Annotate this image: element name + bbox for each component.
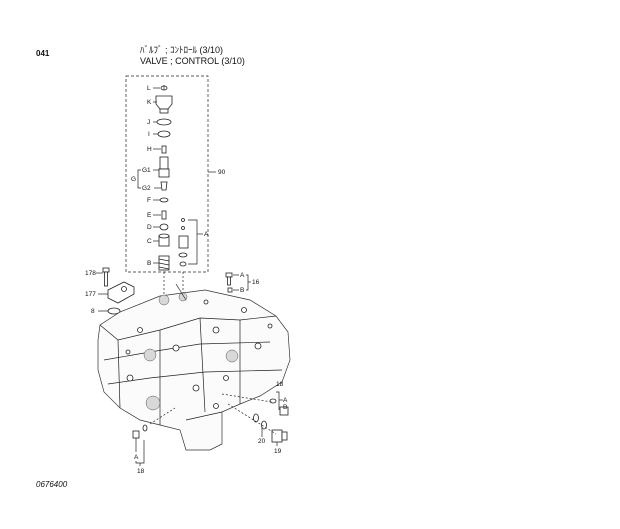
callout-I: I [148,131,150,138]
callout-19: 19 [274,448,282,455]
callout-177: 177 [85,291,96,298]
part-20-oring [253,413,259,423]
part-F-ring [159,197,169,203]
part-A-fitting-upper [225,272,233,293]
part-178-bolt [102,267,110,287]
part-C-retainer [158,233,170,247]
callout-18-right: 18 [276,381,284,388]
part-L-cap [160,85,168,91]
callout-A-kit: A [204,231,209,238]
part-G2-spool-end [160,181,168,191]
title-japanese: ﾊﾞﾙﾌﾞ ; ｺﾝﾄﾛｰﾙ (3/10) [140,45,224,55]
part-I-ring [157,130,171,138]
callout-20: 20 [258,438,266,445]
callout-A-upper: A [240,272,245,279]
callout-A-right: A [283,397,288,404]
callout-L: L [147,85,151,92]
callout-G: G [131,176,136,183]
callout-H: H [147,146,152,153]
callout-B-right: B [283,404,287,411]
callout-A-lower: A [134,454,139,461]
callout-J: J [147,119,150,126]
part-H-spacer [161,145,167,154]
callout-E: E [147,212,152,219]
control-valve-body [97,289,291,451]
callout-16-upper: 16 [252,279,260,286]
part-G1-spool [158,156,170,178]
part-E-pin [161,210,167,220]
part-K-plug [155,95,173,114]
callout-F: F [147,197,151,204]
part-J-ring [156,118,172,126]
title-english: VALVE ; CONTROL (3/10) [140,56,245,66]
callout-K: K [147,99,152,106]
kit-boundary-box [125,75,209,273]
part-A-check-valve [178,218,189,267]
callout-C: C [147,238,152,245]
drawing-number: 0676400 [36,480,68,489]
callout-G1: G1 [142,167,151,174]
part-18-plug-right [269,398,289,416]
part-18-plug-lower [132,424,148,439]
callout-D: D [147,224,152,231]
part-177-plate [107,281,135,304]
callout-G2: G2 [142,185,151,192]
callout-B: B [147,260,151,267]
part-19-plug [271,429,288,443]
callout-178: 178 [85,270,96,277]
part-20-oring-b [261,420,267,430]
stack-callouts: L K J I H G1 G2 G F E D C B [131,85,161,267]
callout-B-upper: B [240,287,244,294]
part-B-spring [158,255,170,271]
callout-8: 8 [91,308,95,315]
callout-18-lower: 18 [137,468,145,475]
callout-kit: 90 [218,169,226,176]
part-D-washer [159,223,169,231]
page-number: 041 [36,49,50,58]
